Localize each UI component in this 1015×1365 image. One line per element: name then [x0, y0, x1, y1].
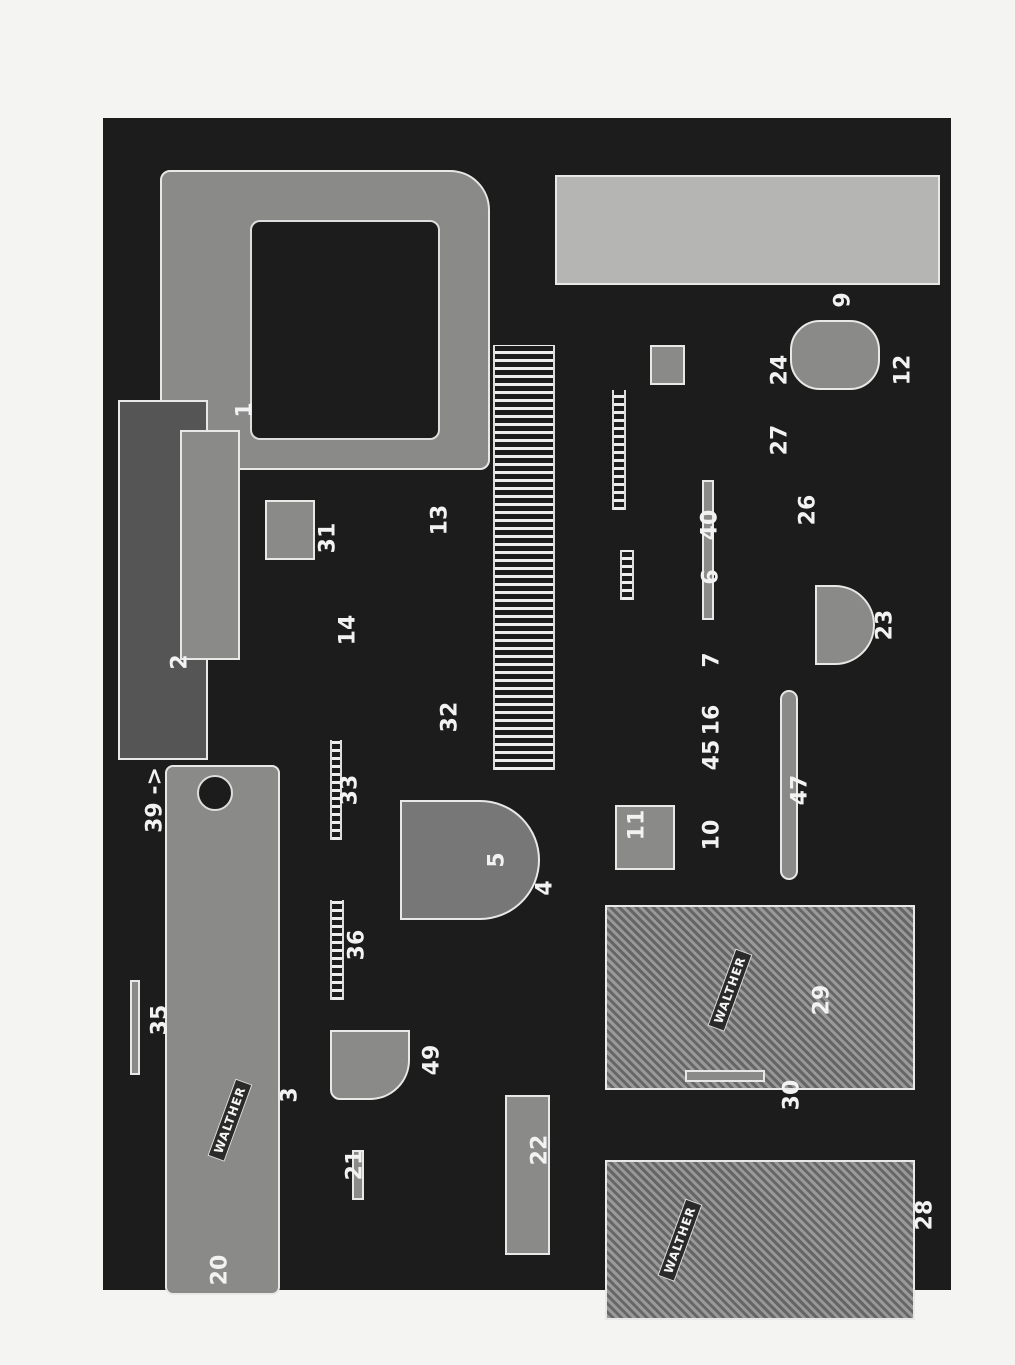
- part-label-39: 39 ->: [142, 767, 168, 833]
- slide-part: [165, 765, 280, 1295]
- part-label-12: 12: [890, 354, 916, 386]
- part-label-24: 24: [767, 354, 793, 386]
- spring-36: [330, 900, 344, 1000]
- part-label-6: 6: [698, 569, 724, 585]
- part-label-35: 35: [147, 1004, 173, 1036]
- part-label-5: 5: [484, 852, 510, 868]
- spring-27: [612, 390, 626, 510]
- part-label-1: 1: [232, 402, 258, 418]
- part-label-3: 3: [277, 1087, 303, 1103]
- recoil-spring-40: [493, 345, 555, 770]
- part-label-20: 20: [207, 1254, 233, 1286]
- part-label-14: 14: [335, 614, 361, 646]
- ejector-47: [780, 690, 798, 880]
- part-label-7: 7: [699, 652, 725, 668]
- part-31: [265, 500, 315, 560]
- part-label-26: 26: [795, 494, 821, 526]
- part-label-33: 33: [337, 774, 363, 806]
- part-label-47: 47: [787, 774, 813, 806]
- part-10: [615, 805, 675, 870]
- part-label-30: 30: [779, 1079, 805, 1111]
- part-label-40: 40: [697, 509, 723, 541]
- frame-grip-opening: [250, 220, 440, 440]
- frame-lower: [180, 430, 240, 660]
- part-label-36: 36: [344, 929, 370, 961]
- spring-6: [620, 550, 634, 600]
- part-label-4: 4: [532, 880, 558, 896]
- pin-30: [685, 1070, 765, 1082]
- grip-panel-29: [605, 905, 915, 1090]
- part-label-27: 27: [767, 424, 793, 456]
- part-label-13: 13: [427, 504, 453, 536]
- part-label-9: 9: [830, 292, 856, 308]
- part-label-49: 49: [419, 1044, 445, 1076]
- part-label-10: 10: [699, 819, 725, 851]
- hammer-49: [330, 1030, 410, 1100]
- part-label-22: 22: [527, 1134, 553, 1166]
- grip-panel-28: [605, 1160, 915, 1320]
- part-label-29: 29: [809, 984, 835, 1016]
- firing-pin-26: [702, 480, 714, 620]
- part-label-21: 21: [342, 1149, 368, 1181]
- part-label-11: 11: [624, 809, 650, 841]
- part-label-16: 16: [699, 704, 725, 736]
- part-label-31: 31: [315, 522, 341, 554]
- part-label-2: 2: [167, 654, 193, 670]
- slide-ejection-port: [197, 775, 233, 811]
- trigger-bar-22: [505, 1095, 550, 1255]
- part-label-45: 45: [699, 739, 725, 771]
- part-label-28: 28: [912, 1199, 938, 1231]
- part-label-32: 32: [437, 701, 463, 733]
- part-label-23: 23: [872, 609, 898, 641]
- part-12: [790, 320, 880, 390]
- pin-21: [352, 1150, 364, 1200]
- magazine-part: [555, 175, 940, 285]
- part-24: [650, 345, 685, 385]
- trigger-guard-4: [400, 800, 540, 920]
- pin-35: [130, 980, 140, 1075]
- spring-33: [330, 740, 342, 840]
